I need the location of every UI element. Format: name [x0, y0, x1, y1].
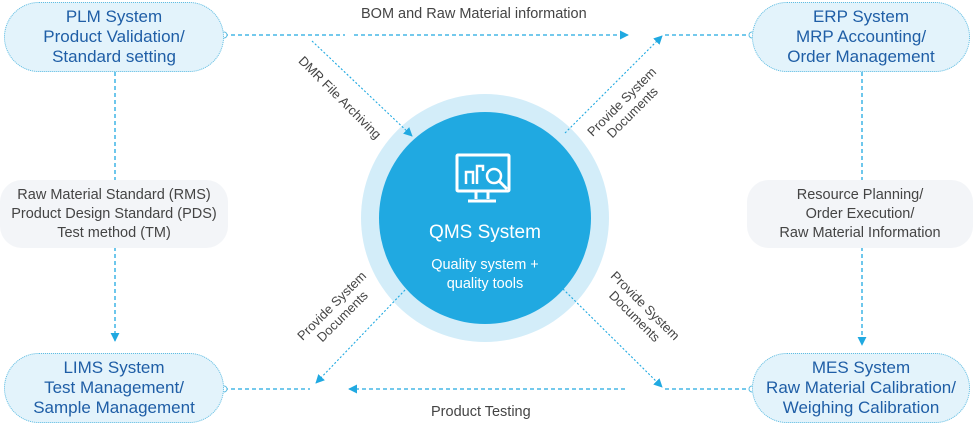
- note-right-line-1: Resource Planning/: [796, 186, 924, 203]
- node-mes-title: MES System: [811, 358, 911, 377]
- node-lims-line-2: Test Management/: [44, 378, 184, 397]
- note-right-line-3: Raw Material Information: [779, 224, 941, 241]
- note-left-line-1: Raw Material Standard (RMS): [17, 186, 211, 203]
- monitor-analytics-search-icon: [455, 153, 511, 203]
- node-mes-system[interactable]: MES System Raw Material Calibration/ Wei…: [752, 353, 970, 423]
- edge-plm-qms-arrow: [311, 40, 413, 137]
- note-left-line-3: Test method (TM): [57, 224, 171, 241]
- edge-label-bottom: Product Testing: [431, 404, 531, 420]
- edge-qms-mes-arrow: [562, 288, 663, 388]
- node-plm-system[interactable]: PLM System Product Validation/ Standard …: [4, 2, 224, 72]
- note-left-line-2: Product Design Standard (PDS): [11, 205, 217, 222]
- node-lims-line-3: Sample Management: [33, 398, 195, 417]
- edge-label-top: BOM and Raw Material information: [361, 6, 587, 22]
- note-plm-lims: Raw Material Standard (RMS) Product Desi…: [0, 180, 228, 248]
- qms-subtitle-line-2: quality tools: [446, 276, 524, 292]
- node-mes-line-2: Raw Material Calibration/: [766, 378, 956, 397]
- node-plm-line-3: Standard setting: [52, 47, 176, 66]
- node-erp-title: ERP System: [812, 7, 910, 26]
- node-lims-title: LIMS System: [63, 358, 165, 377]
- node-erp-system[interactable]: ERP System MRP Accounting/ Order Managem…: [752, 2, 970, 72]
- edge-qms-erp-arrow: [564, 35, 663, 134]
- qms-center-circle[interactable]: [379, 112, 591, 324]
- note-erp-mes: Resource Planning/ Order Execution/ Raw …: [747, 180, 973, 248]
- node-plm-title: PLM System: [65, 7, 163, 26]
- qms-title: QMS System: [429, 222, 541, 243]
- note-right-line-2: Order Execution/: [805, 205, 915, 222]
- node-lims-system[interactable]: LIMS System Test Management/ Sample Mana…: [4, 353, 224, 423]
- node-erp-line-2: MRP Accounting/: [795, 27, 927, 46]
- node-erp-line-3: Order Management: [787, 47, 935, 66]
- node-plm-line-2: Product Validation/: [43, 27, 185, 46]
- edge-qms-lims-arrow: [315, 289, 406, 384]
- qms-subtitle-line-1: Quality system +: [431, 257, 539, 273]
- node-mes-line-3: Weighing Calibration: [782, 398, 940, 417]
- qms-subtitle: Quality system + quality tools: [385, 256, 585, 294]
